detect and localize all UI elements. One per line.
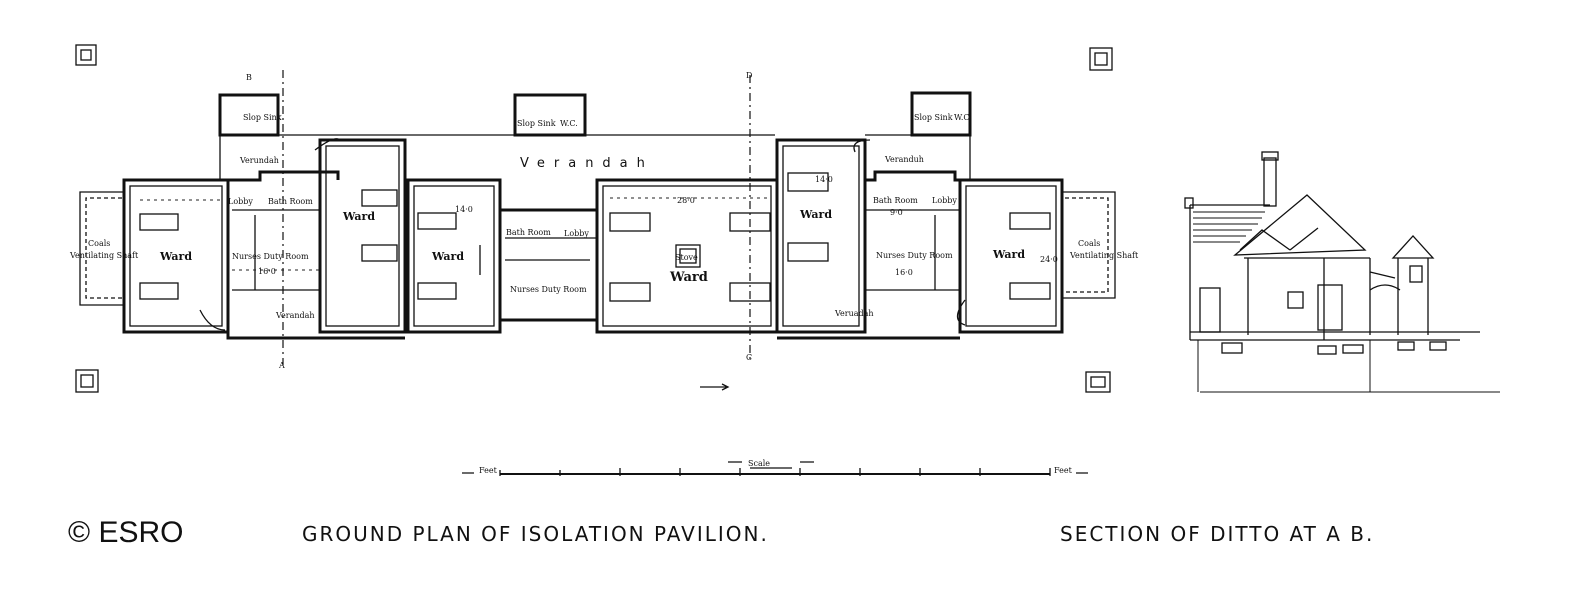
section-elevation [1184, 151, 1500, 393]
scale-unit-left: Feet [479, 466, 498, 475]
beds [139, 172, 1051, 302]
label-ward-2: Ward [342, 210, 375, 223]
label-nurses-room-2: Nurses Duty Room [510, 285, 587, 294]
label-wc-2: W.C. [560, 119, 578, 128]
label-verandah-left-top: Verundah [239, 156, 279, 165]
section-mark-c: C [746, 353, 752, 362]
label-bath-room-1: Bath Room [268, 197, 313, 206]
label-shaft-right: Ventilating Shaft [1069, 251, 1139, 260]
label-verandah-left-bottom: Verandah [275, 311, 315, 320]
label-nurses-room-3: Nurses Duty Room [876, 251, 953, 260]
label-verandah-right-bottom: Veruadah [834, 309, 874, 318]
scale-bar: Scale Feet Feet [462, 459, 1088, 476]
label-ward-1: Ward [159, 250, 192, 263]
label-nurses-room-1: Nurses Duty Room [232, 252, 309, 261]
scale-title: Scale [748, 459, 770, 468]
label-ward-5: Ward [992, 248, 1025, 261]
corner-marks [75, 44, 1113, 393]
label-lobby-1: Lobby [228, 197, 253, 206]
label-coals-right: Coals [1078, 239, 1100, 248]
label-coals-left: Coals [88, 239, 110, 248]
label-slop-sink-1: Slop Sink [243, 113, 282, 122]
scale-unit-right: Feet [1054, 466, 1073, 475]
label-lobby-2: Lobby [564, 229, 589, 238]
label-bath-room-2: Bath Room [506, 228, 551, 237]
label-shaft-left: Ventilating Shaft [69, 251, 139, 260]
label-slop-sink-2: Slop Sink [517, 119, 556, 128]
label-lobby-3: Lobby [932, 196, 957, 205]
dim-14-left: 14·0 [455, 205, 473, 214]
label-wc-3: W.C. [954, 113, 972, 122]
label-verandah-right-top: Veranduh [884, 155, 924, 164]
label-ward-stove: Ward [669, 270, 708, 285]
ground-plan: Verandah Verundah Veranduh Verandah Veru… [69, 70, 1139, 391]
section-mark-d: D [746, 71, 752, 80]
dim-9: 9·0 [890, 208, 903, 217]
dim-14-right: 14·0 [815, 175, 833, 184]
dim-24: 24·0 [1040, 255, 1058, 264]
copyright-watermark: © ESRO [68, 516, 184, 549]
section-mark-a: A [278, 361, 285, 370]
dim-16-right: 16·0 [895, 268, 913, 277]
label-ward-3: Ward [431, 250, 464, 263]
section-mark-b: B [246, 73, 252, 82]
label-slop-sink-3: Slop Sink [914, 113, 953, 122]
label-verandah-top: Verandah [520, 156, 654, 171]
label-ward-4: Ward [799, 208, 832, 221]
caption-ground-plan: GROUND PLAN OF ISOLATION PAVILION. [302, 522, 769, 546]
dim-28: 28·0 [677, 196, 695, 205]
label-bath-room-3: Bath Room [873, 196, 918, 205]
label-stove: Stove [675, 253, 698, 262]
caption-section: SECTION OF DITTO AT A B. [1060, 522, 1375, 546]
dim-16-left: 16·0 [258, 267, 276, 276]
